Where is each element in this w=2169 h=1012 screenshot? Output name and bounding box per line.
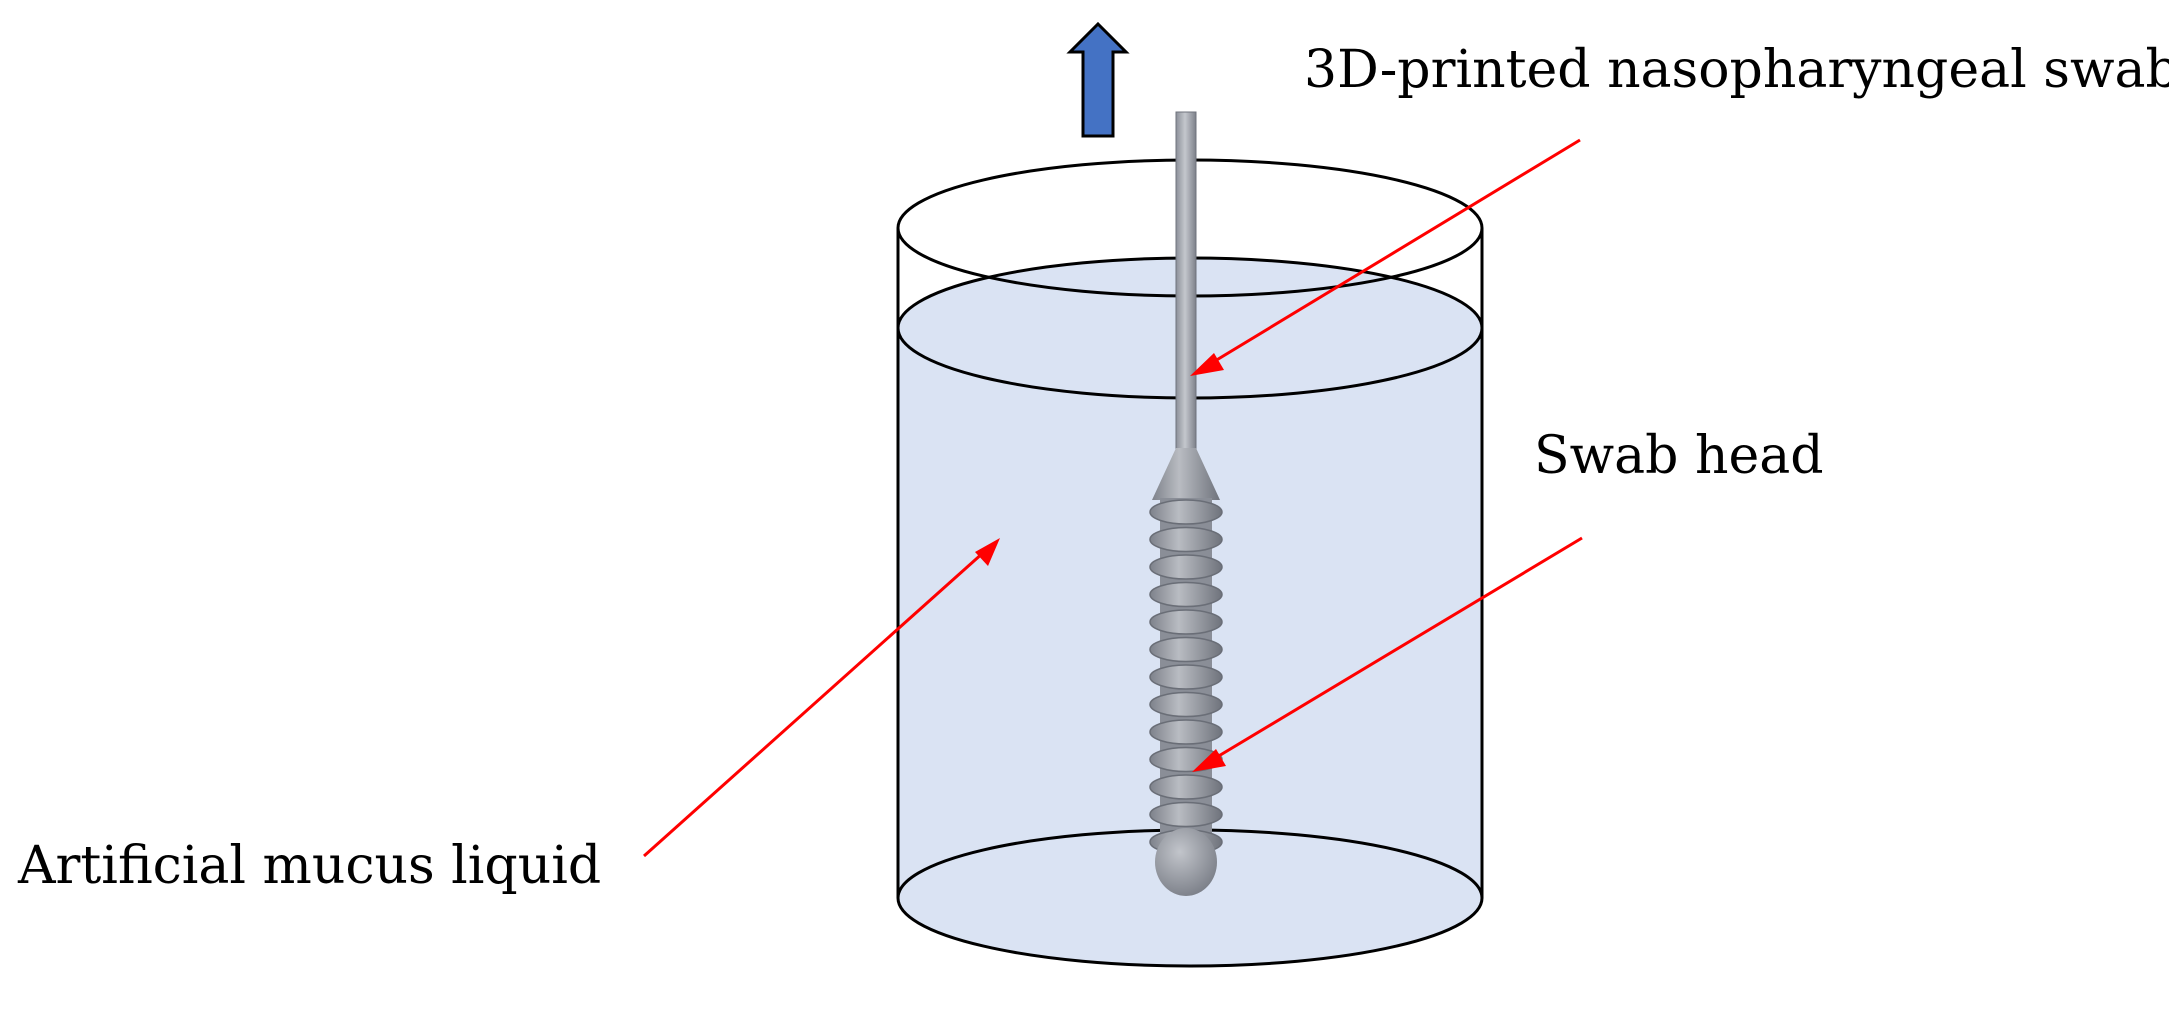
annotation-arrow-swab-head [1192,536,1583,772]
swab-head-label: Swab head [1534,426,1824,486]
swab-head-ridge [1149,554,1223,580]
arrowhead-swab-head [1192,749,1226,772]
swab [1149,111,1223,896]
swab-label: 3D-printed nasopharyngeal swab [1304,40,2169,100]
swab-head-ridge [1149,691,1223,718]
swab-head-ridge [1149,664,1223,690]
swab-tip [1155,828,1217,896]
swab-head-ridge [1149,581,1223,608]
mucus-label: Artificial mucus liquid [18,836,602,896]
annotation-arrow-mucus [643,538,1000,858]
arrowhead-mucus [975,538,1000,566]
swab-neck [1152,448,1220,500]
swab-head-ridge [1149,526,1223,553]
swab-head-ridge [1149,609,1223,635]
annotation-arrow-swab [1190,138,1581,376]
swab-head-ridge [1149,499,1223,525]
swab-head-ridge [1149,774,1223,800]
swab-head-ridge [1149,801,1223,828]
swab-stick [1175,111,1197,453]
arrowhead-swab [1190,353,1224,376]
arrow-up-icon [1066,21,1130,138]
swab-head [1149,498,1223,858]
swab-head-ridge [1149,719,1223,745]
swab-head-ridge [1149,636,1223,663]
